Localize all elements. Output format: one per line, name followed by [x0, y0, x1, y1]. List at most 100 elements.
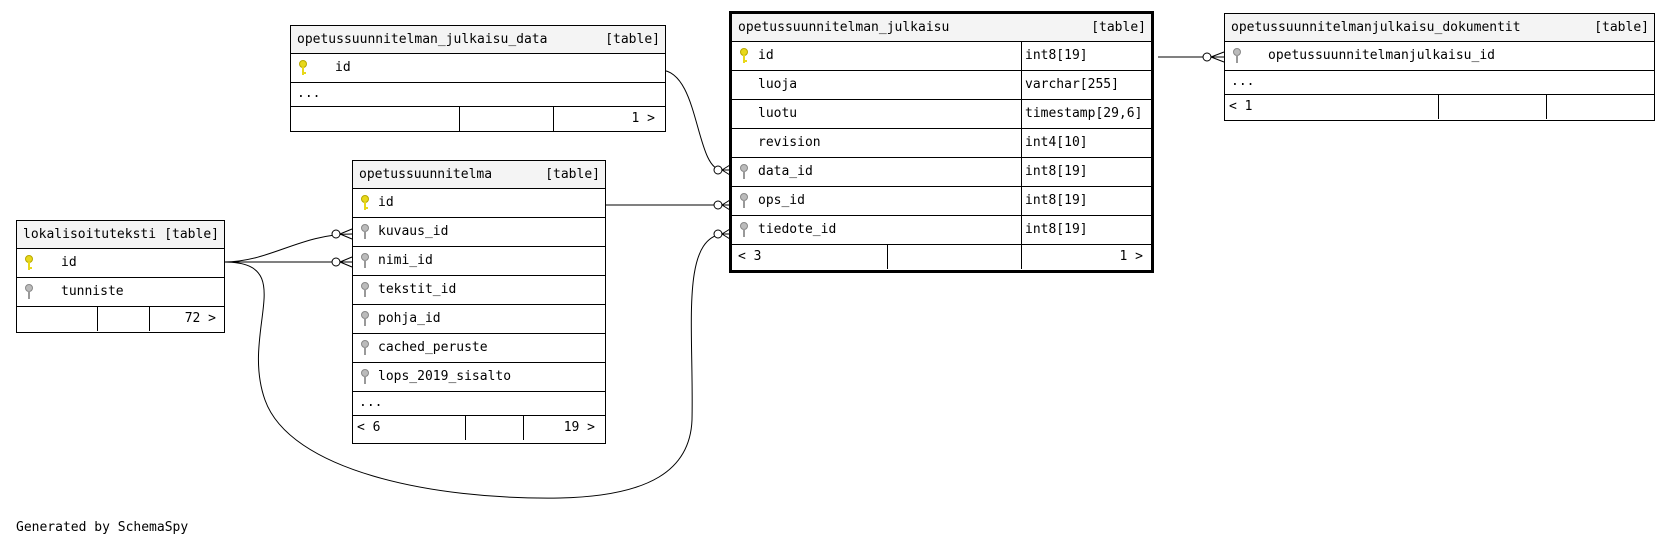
foreign-key-icon	[360, 311, 370, 327]
column-row[interactable]: revision int4[10]	[732, 129, 1151, 158]
table-opetussuunnitelma[interactable]: opetussuunnitelma [table] id kuvaus_id n…	[352, 160, 606, 444]
table-type: [table]	[1091, 20, 1146, 35]
column-type: int8[19]	[1025, 222, 1088, 237]
column-row[interactable]: data_id int8[19]	[732, 158, 1151, 187]
generated-by-footer: Generated by SchemaSpy	[16, 520, 189, 535]
table-footer: 72 >	[17, 307, 224, 331]
foreign-key-icon	[360, 340, 370, 356]
column-name: id	[758, 48, 774, 63]
more-columns: ...	[291, 83, 665, 107]
table-footer: < 6 19 >	[353, 416, 605, 440]
table-header: lokalisoituteksti [table]	[17, 221, 224, 249]
children-count[interactable]: 1 >	[631, 111, 655, 126]
column-row[interactable]: ops_id int8[19]	[732, 187, 1151, 216]
column-row[interactable]: cached_peruste	[353, 334, 605, 363]
foreign-key-icon	[24, 284, 34, 300]
rel-tiedote-id	[223, 233, 723, 499]
more-columns: ...	[353, 392, 605, 416]
table-type: [table]	[1594, 20, 1649, 35]
parents-count[interactable]: < 6	[357, 420, 381, 435]
children-count[interactable]: 72 >	[184, 311, 216, 326]
foreign-key-icon	[739, 193, 749, 209]
column-type: int8[19]	[1025, 193, 1088, 208]
table-footer: < 3 1 >	[732, 245, 1151, 269]
column-row[interactable]: id	[291, 54, 665, 83]
column-row[interactable]: nimi_id	[353, 247, 605, 276]
table-footer: < 1	[1225, 95, 1654, 119]
column-name: nimi_id	[378, 253, 433, 268]
column-name: ops_id	[758, 193, 805, 208]
column-type: int4[10]	[1025, 135, 1088, 150]
foreign-key-icon	[1232, 48, 1242, 64]
table-julkaisu[interactable]: opetussuunnitelman_julkaisu [table] id i…	[729, 11, 1154, 273]
primary-key-icon	[739, 48, 749, 64]
column-row[interactable]: tiedote_id int8[19]	[732, 216, 1151, 245]
column-name: tekstit_id	[378, 282, 457, 297]
parents-count[interactable]: < 1	[1229, 99, 1253, 114]
table-header: opetussuunnitelmanjulkaisu_dokumentit [t…	[1225, 14, 1654, 42]
children-count[interactable]: 19 >	[563, 420, 595, 435]
foreign-key-icon	[739, 164, 749, 180]
column-row[interactable]: pohja_id	[353, 305, 605, 334]
more-columns: ...	[1225, 71, 1654, 95]
table-name: opetussuunnitelman_julkaisu_data	[297, 32, 548, 47]
table-name: opetussuunnitelma	[359, 167, 493, 182]
table-name: opetussuunnitelmanjulkaisu_dokumentit	[1231, 20, 1521, 35]
rel-dokumentit-end	[1202, 52, 1212, 62]
table-type: [table]	[605, 32, 660, 47]
table-header: opetussuunnitelma [table]	[353, 161, 605, 189]
column-name: id	[61, 255, 77, 270]
column-type: int8[19]	[1025, 164, 1088, 179]
column-row[interactable]: id int8[19]	[732, 42, 1151, 71]
column-row[interactable]: kuvaus_id	[353, 218, 605, 247]
column-row[interactable]: tunniste	[17, 278, 224, 307]
foreign-key-icon	[739, 222, 749, 238]
column-type: int8[19]	[1025, 48, 1088, 63]
foreign-key-icon	[360, 369, 370, 385]
rel-ops-id-end	[713, 200, 723, 210]
rel-kuvaus-id-end	[331, 229, 341, 239]
column-row[interactable]: tekstit_id	[353, 276, 605, 305]
column-row[interactable]: id	[353, 189, 605, 218]
column-row[interactable]: lops_2019_sisalto	[353, 363, 605, 392]
table-julkaisu-data[interactable]: opetussuunnitelman_julkaisu_data [table]…	[290, 25, 666, 132]
primary-key-icon	[24, 255, 34, 271]
foreign-key-icon	[360, 224, 370, 240]
rel-nimi-id-end	[331, 257, 341, 267]
column-name: pohja_id	[378, 311, 441, 326]
column-name: luotu	[758, 106, 798, 121]
rel-data-id-end	[713, 165, 723, 175]
column-name: luoja	[758, 77, 798, 92]
primary-key-icon	[298, 60, 308, 76]
column-row[interactable]: opetussuunnitelmanjulkaisu_id	[1225, 42, 1654, 71]
column-name: lops_2019_sisalto	[378, 369, 512, 384]
column-row[interactable]: id	[17, 249, 224, 278]
rel-tiedote-id-end	[713, 229, 723, 239]
table-type: [table]	[545, 167, 600, 182]
primary-key-icon	[360, 195, 370, 211]
parents-count[interactable]: < 3	[738, 249, 762, 264]
rel-data-id	[660, 69, 723, 171]
column-name: tiedote_id	[758, 222, 837, 237]
table-header: opetussuunnitelman_julkaisu_data [table]	[291, 26, 665, 54]
table-dokumentit[interactable]: opetussuunnitelmanjulkaisu_dokumentit [t…	[1224, 13, 1655, 121]
foreign-key-icon	[360, 282, 370, 298]
children-count[interactable]: 1 >	[1119, 249, 1143, 264]
column-name: data_id	[758, 164, 813, 179]
table-type: [table]	[164, 227, 219, 242]
column-type: timestamp[29,6]	[1025, 106, 1143, 121]
column-type: varchar[255]	[1025, 77, 1119, 92]
column-name: tunniste	[61, 284, 124, 299]
table-footer: 1 >	[291, 107, 665, 131]
table-lokalisoituteksti[interactable]: lokalisoituteksti [table] id tunniste 72…	[16, 220, 225, 333]
table-header: opetussuunnitelman_julkaisu [table]	[732, 14, 1151, 42]
column-name: kuvaus_id	[378, 224, 449, 239]
column-name: id	[378, 195, 394, 210]
column-name: id	[335, 60, 351, 75]
column-row[interactable]: luotu timestamp[29,6]	[732, 100, 1151, 129]
column-name: cached_peruste	[378, 340, 488, 355]
table-name: lokalisoituteksti	[23, 227, 157, 242]
column-row[interactable]: luoja varchar[255]	[732, 71, 1151, 100]
rel-kuvaus-id	[223, 233, 353, 263]
